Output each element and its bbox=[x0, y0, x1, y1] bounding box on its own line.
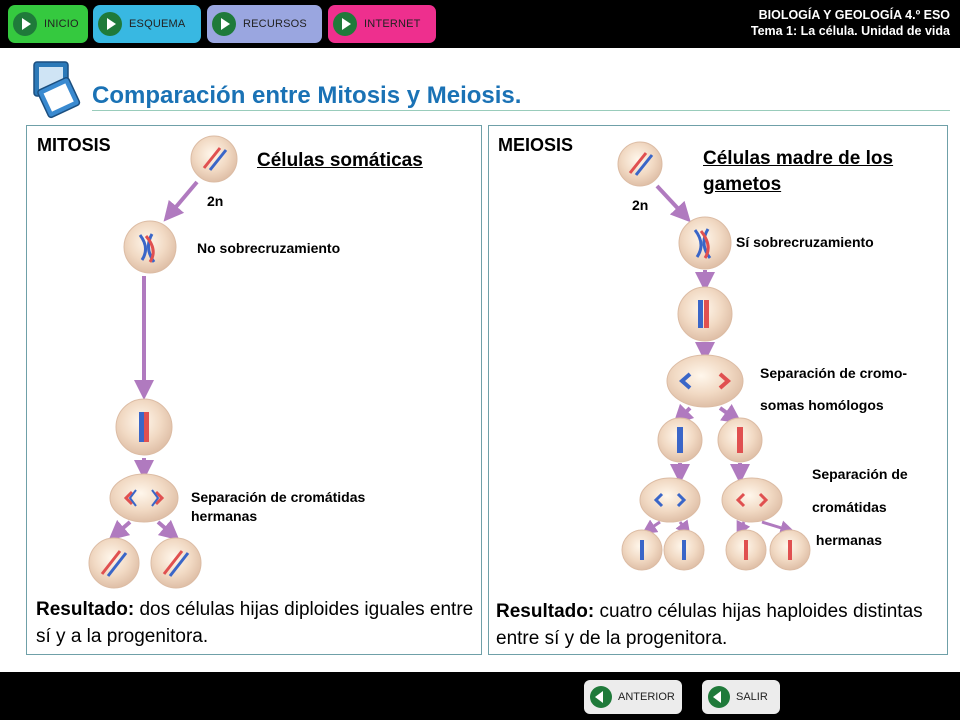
play-icon bbox=[333, 12, 357, 36]
meiosis-arrow-10 bbox=[736, 519, 751, 537]
meiosis-arrow-11 bbox=[761, 520, 796, 535]
meiosis-ploidy: 2n bbox=[632, 197, 649, 213]
recursos-label: RECURSOS bbox=[243, 18, 307, 30]
mitosis-crossover-label: No sobrecruzamiento bbox=[197, 240, 341, 256]
meiosis-cell-type: Células madre de los gametos bbox=[703, 148, 894, 195]
meiosis-anaphase-2-cell-1 bbox=[639, 477, 701, 523]
internet-label: INTERNET bbox=[364, 18, 421, 30]
mitosis-arrow-3 bbox=[108, 519, 132, 541]
inicio-button[interactable]: INICIO bbox=[8, 5, 88, 43]
meiosis-arrow-9 bbox=[675, 519, 691, 536]
meiosis-arrow-1 bbox=[655, 184, 691, 223]
meiosis-metaphase-2-cell-2 bbox=[717, 417, 763, 463]
mitosis-ploidy: 2n bbox=[207, 193, 224, 209]
meiosis-result-label: Resultado: bbox=[496, 601, 595, 622]
meiosis-result: Resultado: cuatro células hijas haploide… bbox=[496, 598, 946, 652]
mitosis-metaphase-cell bbox=[115, 398, 173, 456]
meiosis-chromatids-line3: hermanas bbox=[812, 532, 883, 548]
meiosis-gamete-3 bbox=[725, 529, 767, 571]
mitosis-separation-label: Separación de cromátidas hermanas bbox=[191, 488, 365, 526]
meiosis-chromatids-line2: cromátidas bbox=[812, 499, 887, 515]
mitosis-title: MITOSIS bbox=[37, 135, 111, 155]
mitosis-arrow-4 bbox=[156, 519, 180, 541]
mitosis-result-text: dos células hijas diploides iguales entr… bbox=[36, 599, 474, 647]
play-icon bbox=[212, 12, 236, 36]
inicio-label: INICIO bbox=[44, 18, 79, 30]
meiosis-parent-cell bbox=[617, 141, 663, 187]
meiosis-anaphase-2-cell-2 bbox=[721, 477, 783, 523]
meiosis-prophase-cell bbox=[677, 286, 733, 342]
header-info: BIOLOGÍA Y GEOLOGÍA 4.º ESO Tema 1: La c… bbox=[751, 7, 950, 39]
recursos-button[interactable]: RECURSOS bbox=[207, 5, 322, 43]
meiosis-homologs-line1: Separación de cromo- bbox=[760, 365, 908, 381]
esquema-label: ESQUEMA bbox=[129, 18, 186, 30]
mitosis-cell-type: Células somáticas bbox=[257, 150, 423, 171]
meiosis-metaphase-2-cell-1 bbox=[657, 417, 703, 463]
meiosis-gamete-2 bbox=[663, 529, 705, 571]
back-arrow-icon bbox=[708, 686, 730, 708]
mitosis-anaphase-cell bbox=[109, 473, 179, 523]
esquema-button[interactable]: ESQUEMA bbox=[93, 5, 201, 43]
meiosis-crossover-label: Sí sobrecruzamiento bbox=[736, 234, 874, 250]
internet-button[interactable]: INTERNET bbox=[328, 5, 436, 43]
meiosis-chromatids-line1: Separación de bbox=[812, 466, 908, 482]
meiosis-title: MEIOSIS bbox=[498, 135, 574, 155]
meiosis-anaphase-1-cell bbox=[666, 354, 744, 408]
meiosis-arrow-4 bbox=[672, 403, 695, 426]
mitosis-daughter-cell-1 bbox=[88, 537, 140, 589]
title-divider bbox=[92, 110, 950, 111]
meiosis-arrow-5 bbox=[718, 404, 743, 424]
anterior-label: ANTERIOR bbox=[618, 691, 675, 703]
subject-title: BIOLOGÍA Y GEOLOGÍA 4.º ESO bbox=[758, 8, 950, 22]
slides-icon bbox=[33, 61, 81, 119]
meiosis-arrow-8 bbox=[641, 519, 661, 535]
meiosis-gamete-1 bbox=[621, 529, 663, 571]
back-arrow-icon bbox=[590, 686, 612, 708]
anterior-button[interactable]: ANTERIOR bbox=[584, 680, 682, 714]
play-icon bbox=[13, 12, 37, 36]
mitosis-result: Resultado: dos células hijas diploides i… bbox=[36, 596, 476, 650]
mitosis-result-label: Resultado: bbox=[36, 599, 135, 620]
meiosis-interphase-cell bbox=[678, 216, 732, 270]
meiosis-result-text: cuatro células hijas haploides distintas… bbox=[496, 601, 923, 649]
salir-label: SALIR bbox=[736, 691, 768, 703]
meiosis-homologs-label: Separación de cromo- somas homólogos bbox=[760, 357, 907, 421]
mitosis-separation-line2: hermanas bbox=[191, 508, 258, 524]
salir-button[interactable]: SALIR bbox=[702, 680, 780, 714]
mitosis-arrow-1 bbox=[163, 180, 199, 222]
play-icon bbox=[98, 12, 122, 36]
top-navigation-bar: INICIO ESQUEMA RECURSOS INTERNET BIOLOGÍ… bbox=[0, 0, 960, 48]
bottom-navigation-bar bbox=[0, 672, 960, 720]
mitosis-daughter-cell-2 bbox=[150, 537, 202, 589]
mitosis-parent-cell bbox=[190, 135, 238, 183]
mitosis-separation-line1: Separación de cromátidas bbox=[191, 489, 366, 505]
meiosis-chromatids-label: Separación de cromátidas hermanas bbox=[812, 458, 908, 557]
mitosis-interphase-cell bbox=[123, 220, 177, 274]
unit-title: Tema 1: La célula. Unidad de vida bbox=[750, 24, 950, 38]
page-title: Comparación entre Mitosis y Meiosis. bbox=[92, 82, 522, 109]
meiosis-gamete-4 bbox=[769, 529, 811, 571]
meiosis-homologs-line2: somas homólogos bbox=[760, 397, 884, 413]
